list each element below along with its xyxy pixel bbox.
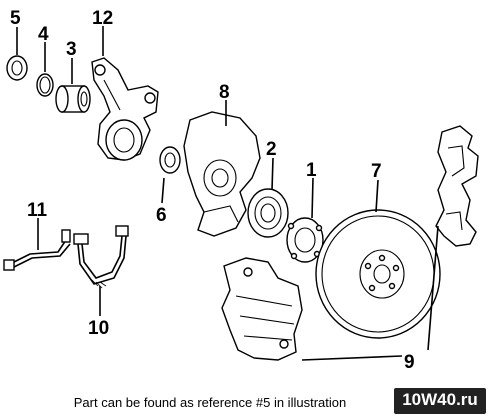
- caption-text: Part can be found as reference #5 in ill…: [73, 395, 347, 410]
- part-7-brake-disc: [315, 209, 441, 339]
- callout-1: 1: [306, 160, 317, 181]
- callout-12: 12: [92, 8, 113, 29]
- callout-8: 8: [219, 82, 230, 103]
- callout-7: 7: [371, 161, 382, 182]
- part-2-abs-ring: [247, 188, 289, 238]
- part-11-brake-line: [3, 229, 71, 271]
- callout-numbers: 5 4 3 12 8 2 1 7 6 11 10 9: [10, 8, 415, 373]
- part-9-caliper-bracket: [221, 125, 479, 361]
- part-3-bearing: [55, 85, 91, 113]
- callout-5: 5: [10, 8, 21, 29]
- part-1-hub: [286, 217, 324, 263]
- part-12-knuckle: [91, 57, 159, 161]
- watermark-badge: 10W40.ru: [394, 388, 486, 414]
- part-6-seal: [159, 146, 181, 174]
- callout-4: 4: [38, 24, 49, 45]
- callout-2: 2: [266, 139, 277, 160]
- leader-lines: [16, 26, 439, 361]
- callout-10: 10: [88, 318, 109, 339]
- part-4-snap-ring: [36, 73, 54, 97]
- callout-11: 11: [27, 200, 48, 221]
- part-5-seal: [6, 55, 28, 81]
- callout-3: 3: [66, 39, 77, 60]
- part-8-splash-shield: [183, 111, 261, 237]
- callout-6: 6: [156, 205, 167, 226]
- watermark-text: 10W40.ru: [402, 390, 478, 409]
- part-10-brake-hose: [73, 225, 129, 289]
- callout-9: 9: [404, 352, 415, 373]
